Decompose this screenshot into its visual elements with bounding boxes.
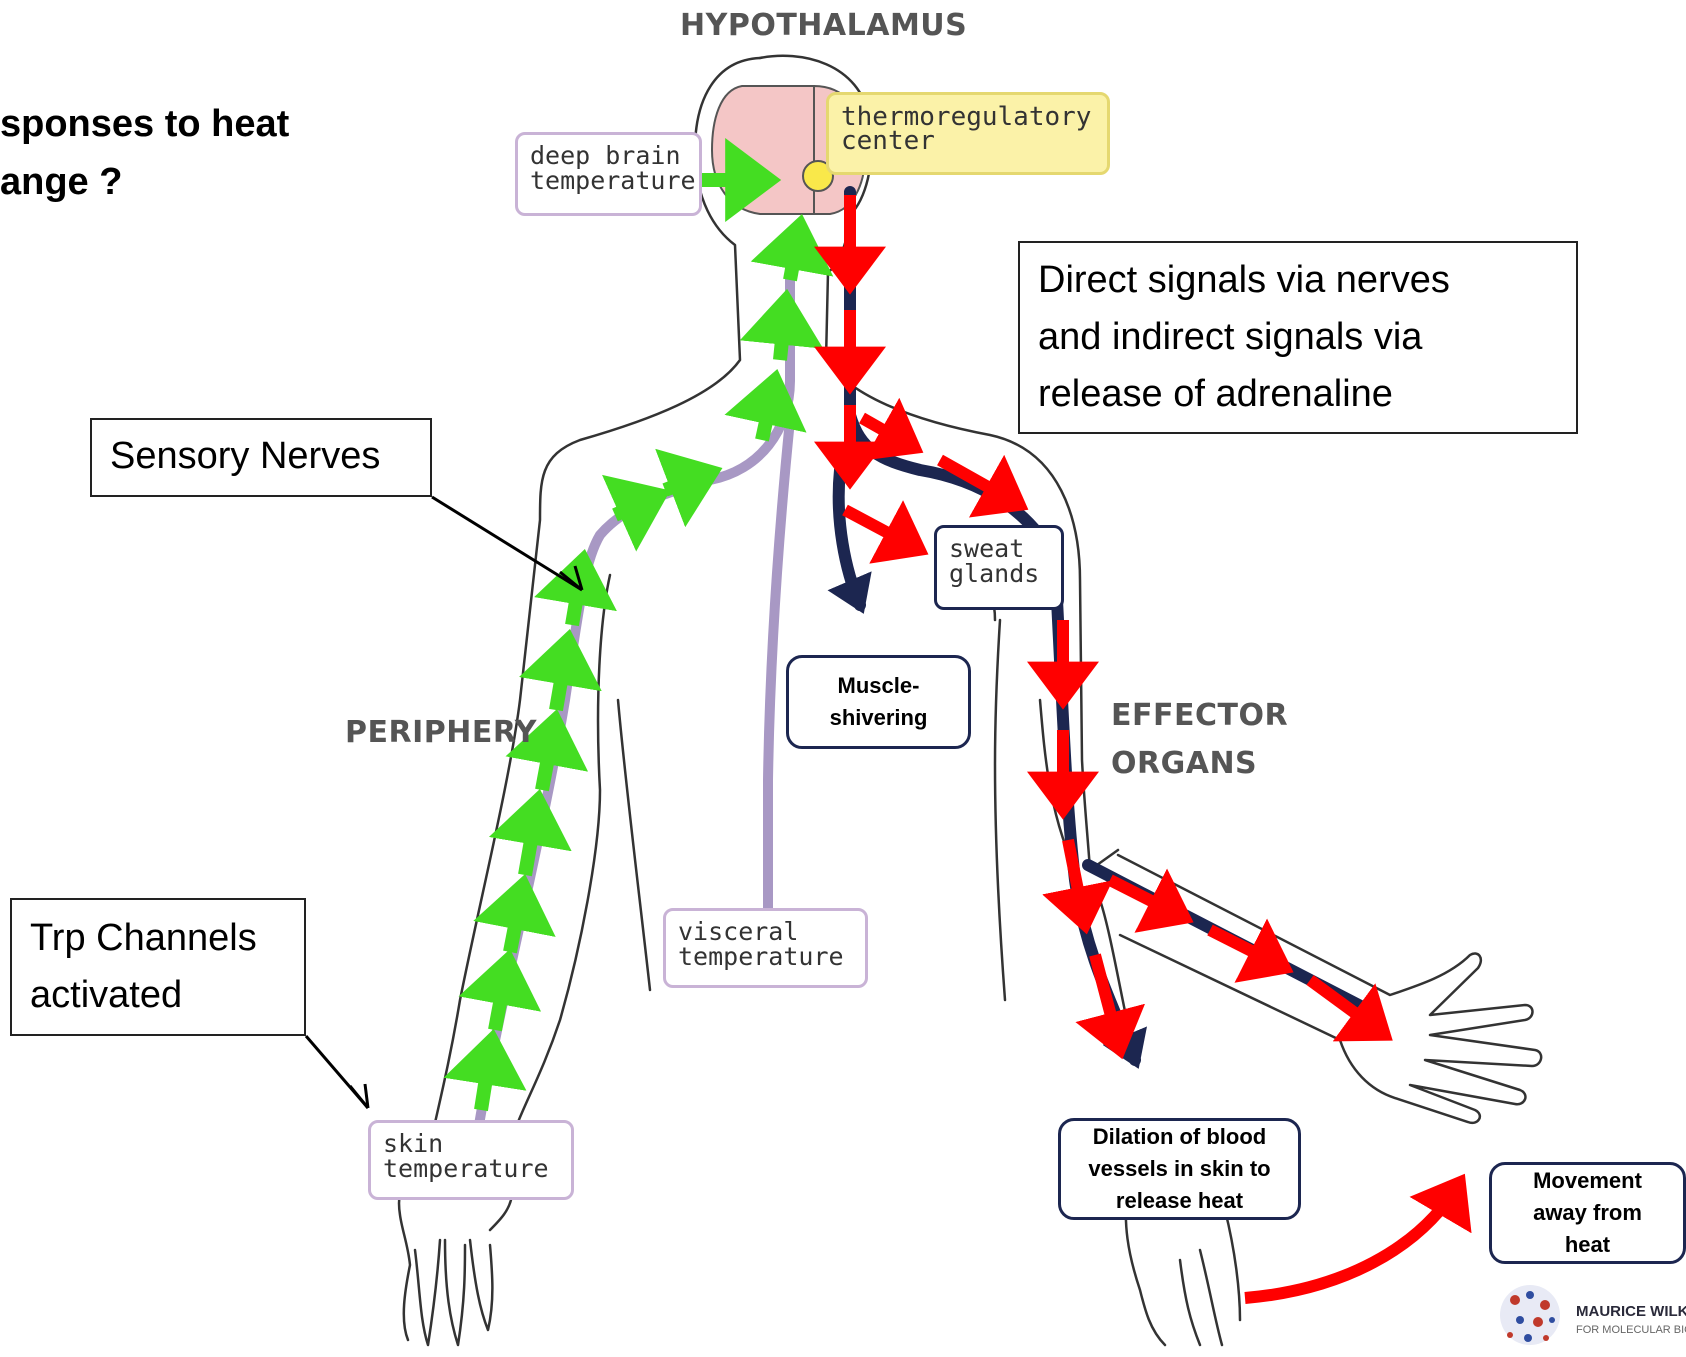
skin-temperature-box: skin temperature xyxy=(368,1120,574,1200)
dilation-line-2: vessels in skin to xyxy=(1088,1153,1270,1185)
sweat-glands-box: sweat glands xyxy=(934,525,1064,610)
dilation-line-1: Dilation of blood xyxy=(1088,1121,1270,1153)
movement-line-2: away from xyxy=(1533,1197,1642,1229)
trp-channels-callout: Trp Channels activated xyxy=(10,898,306,1036)
question-line-1: sponses to heat xyxy=(0,95,289,153)
muscle-line-2: shivering xyxy=(830,702,928,734)
muscle-shivering-box: Muscle- shivering xyxy=(786,655,971,749)
hypothalamus-label: HYPOTHALAMUS xyxy=(680,8,967,43)
logo-line-2: FOR MOLECULAR BIODIS xyxy=(1576,1324,1686,1336)
deep-brain-temperature-box: deep brain temperature xyxy=(515,132,702,216)
signals-line-1: Direct signals via nerves xyxy=(1038,252,1558,309)
question-line-2: ange ? xyxy=(0,153,289,211)
logo-mark xyxy=(1500,1285,1560,1345)
signals-line-2: and indirect signals via xyxy=(1038,309,1558,366)
signals-callout: Direct signals via nerves and indirect s… xyxy=(1018,241,1578,434)
signals-line-3: release of adrenaline xyxy=(1038,366,1558,423)
movement-line-3: heat xyxy=(1533,1229,1642,1261)
sensory-nerves-callout: Sensory Nerves xyxy=(90,418,432,497)
effector-line-2: ORGANS xyxy=(1111,740,1288,788)
question-text: sponses to heat ange ? xyxy=(0,95,289,211)
sensory-nerve xyxy=(479,245,790,1125)
effector-organs-label: EFFECTOR ORGANS xyxy=(1111,692,1288,788)
logo-line-1: MAURICE WILKIN xyxy=(1576,1303,1686,1320)
dilation-box: Dilation of blood vessels in skin to rel… xyxy=(1058,1118,1301,1220)
trp-line-1: Trp Channels xyxy=(30,910,286,967)
periphery-label: PERIPHERY xyxy=(345,715,537,750)
muscle-line-1: Muscle- xyxy=(830,670,928,702)
visceral-temperature-box: visceral temperature xyxy=(663,908,868,988)
thermoregulatory-center-box: thermoregulatory center xyxy=(826,92,1110,175)
trp-line-2: activated xyxy=(30,967,286,1024)
movement-line-1: Movement xyxy=(1533,1165,1642,1197)
dilation-line-3: release heat xyxy=(1088,1185,1270,1217)
movement-box: Movement away from heat xyxy=(1489,1162,1686,1264)
effector-line-1: EFFECTOR xyxy=(1111,692,1288,740)
